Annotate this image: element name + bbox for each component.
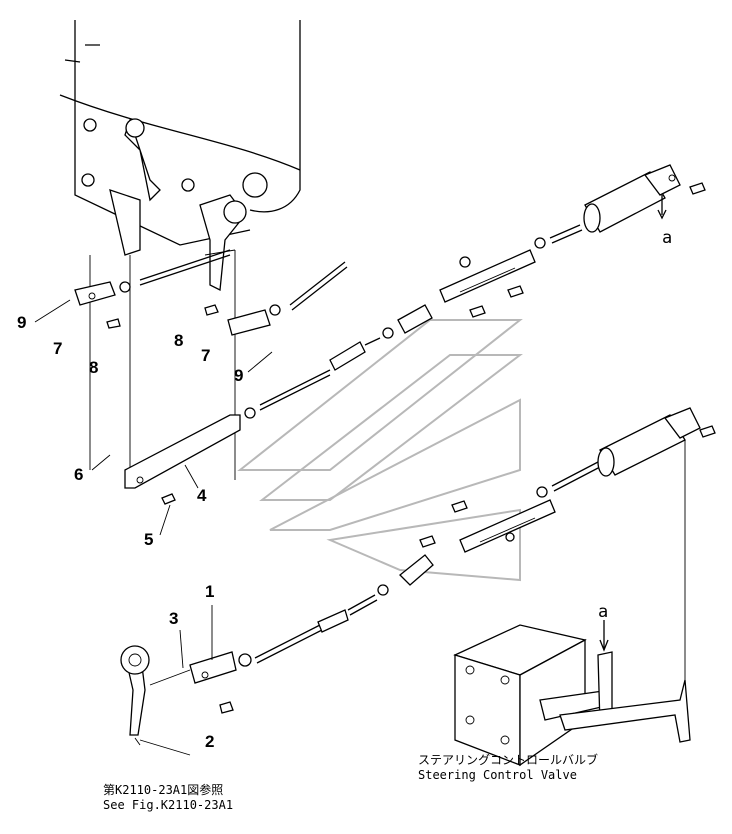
valve-label: ステアリングコントロールバルブ Steering Control Valve	[418, 753, 598, 783]
lower-linkage	[120, 407, 716, 736]
steering-control-valve	[453, 620, 691, 767]
callout-9: 9	[17, 313, 27, 332]
callout-2: 2	[205, 732, 215, 751]
leader-lines	[34, 299, 273, 756]
callout-7: 7	[201, 346, 211, 365]
valve-label-en: Steering Control Valve	[418, 768, 577, 782]
callout-8: 8	[89, 358, 99, 377]
reference-note-en: See Fig.K2110-23A1	[103, 798, 234, 812]
callout-6: 6	[74, 465, 84, 484]
connector-a-top: a	[662, 228, 673, 248]
callout-8: 8	[174, 331, 184, 350]
callout-1: 1	[205, 582, 215, 601]
watermark-logo	[237, 319, 523, 582]
callout-5: 5	[144, 530, 154, 549]
valve-label-jp: ステアリングコントロールバルブ	[418, 753, 599, 767]
reference-note: 第K2110-23A1図参照 See Fig.K2110-23A1	[103, 783, 233, 813]
upper-linkage	[74, 164, 706, 505]
callout-3: 3	[169, 609, 179, 628]
reference-note-jp: 第K2110-23A1図参照	[103, 783, 224, 797]
machine-frame	[59, 20, 301, 292]
callout-4: 4	[197, 486, 207, 505]
callout-9: 9	[234, 366, 244, 385]
connector-a-valve: a	[598, 602, 609, 622]
callout-7: 7	[53, 339, 63, 358]
